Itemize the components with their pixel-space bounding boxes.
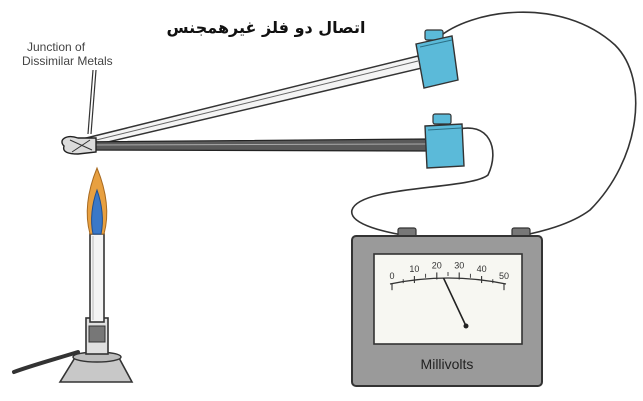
persian-title-label: اتصال دو فلز غیرهمجنس — [166, 18, 366, 37]
junction-label-line1: Junction of — [27, 40, 86, 54]
meter-tick-label: 10 — [409, 264, 419, 274]
millivolt-meter: 0 10 20 30 40 50 — [351, 227, 543, 387]
meter-scale-arc — [389, 277, 507, 285]
meter-tick-label: 30 — [454, 260, 464, 270]
junction-label-line2: Dissimilar Metals — [22, 54, 113, 68]
meter-tick-label: 50 — [499, 271, 509, 281]
bottom-wire — [351, 127, 494, 237]
top-wire — [437, 11, 637, 237]
upper-connector — [415, 29, 459, 89]
flame-inner — [91, 188, 103, 235]
meter-unit-label: Millivolts — [420, 356, 474, 372]
meter-tick-label: 40 — [477, 264, 487, 274]
meter-tick-label: 20 — [432, 260, 442, 270]
meter-needle — [442, 277, 467, 327]
meter-tick-label: 0 — [389, 271, 394, 281]
junction-pointer — [87, 69, 94, 135]
junction-tip — [61, 136, 97, 155]
bunsen-burner — [12, 166, 134, 383]
lower-connector — [424, 113, 465, 169]
meter-tick-labels: 0 10 20 30 40 50 — [389, 260, 509, 281]
meter-ticks — [391, 272, 505, 291]
